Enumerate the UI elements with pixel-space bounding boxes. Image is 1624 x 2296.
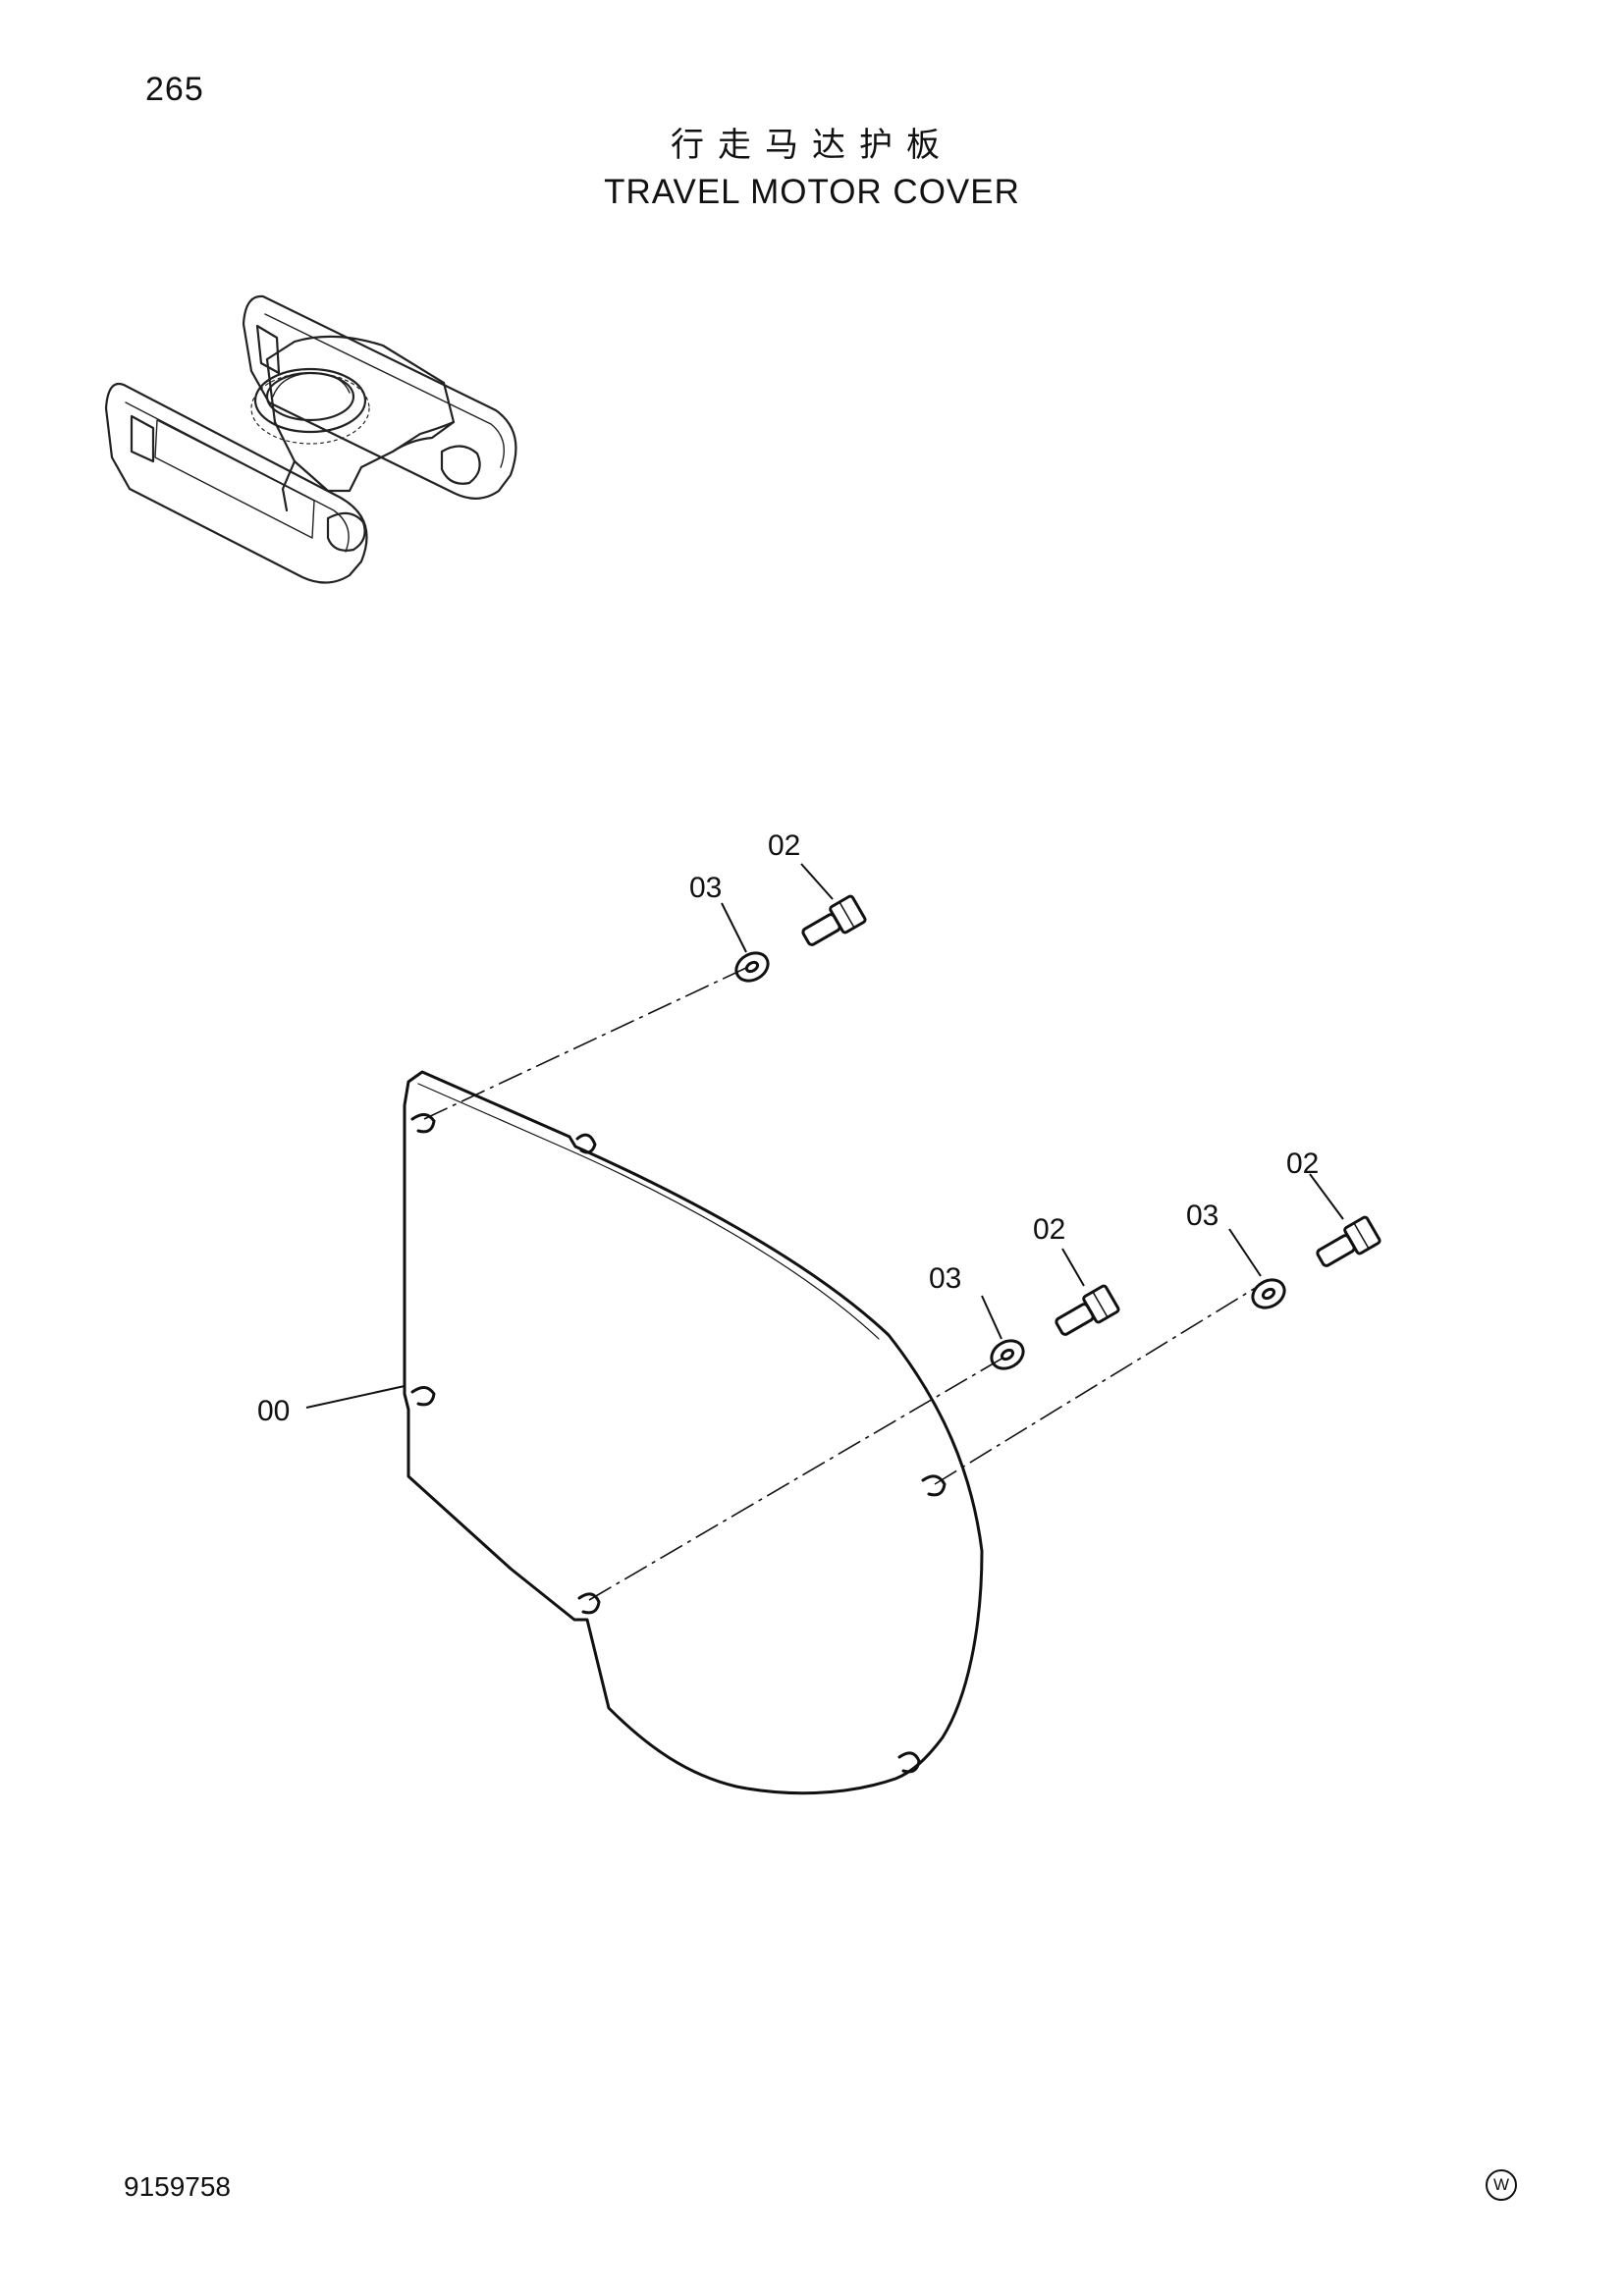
leader-line-plate	[305, 1385, 406, 1409]
callout-washer-middle: 03	[929, 1262, 961, 1295]
callout-plate: 00	[257, 1395, 290, 1427]
callout-washer-right: 03	[1186, 1200, 1218, 1232]
title-chinese: 行走马达护板	[671, 126, 953, 165]
callout-bolt-middle: 02	[1033, 1213, 1065, 1246]
bolt-top	[801, 894, 867, 946]
title-english: TRAVEL MOTOR COVER	[604, 173, 1020, 211]
document-number: 9159758	[124, 2171, 232, 2202]
callout-bolt-right: 02	[1286, 1148, 1319, 1180]
washer-right	[1251, 1278, 1286, 1309]
callout-bolt-top: 02	[768, 829, 800, 862]
washer-top	[734, 951, 770, 983]
assembly-center-lines	[423, 967, 1268, 1601]
bolt-middle	[1055, 1284, 1120, 1336]
w-circle-icon: W	[1486, 2169, 1517, 2201]
undercarriage-locator-icon	[104, 294, 517, 584]
washer-middle	[990, 1339, 1025, 1370]
travel-motor-cover-plate	[403, 1070, 984, 1795]
callout-washer-top: 03	[689, 872, 722, 904]
bolt-right	[1316, 1215, 1381, 1267]
page-number: 265	[145, 71, 204, 108]
callout-leaders	[721, 863, 1344, 1340]
